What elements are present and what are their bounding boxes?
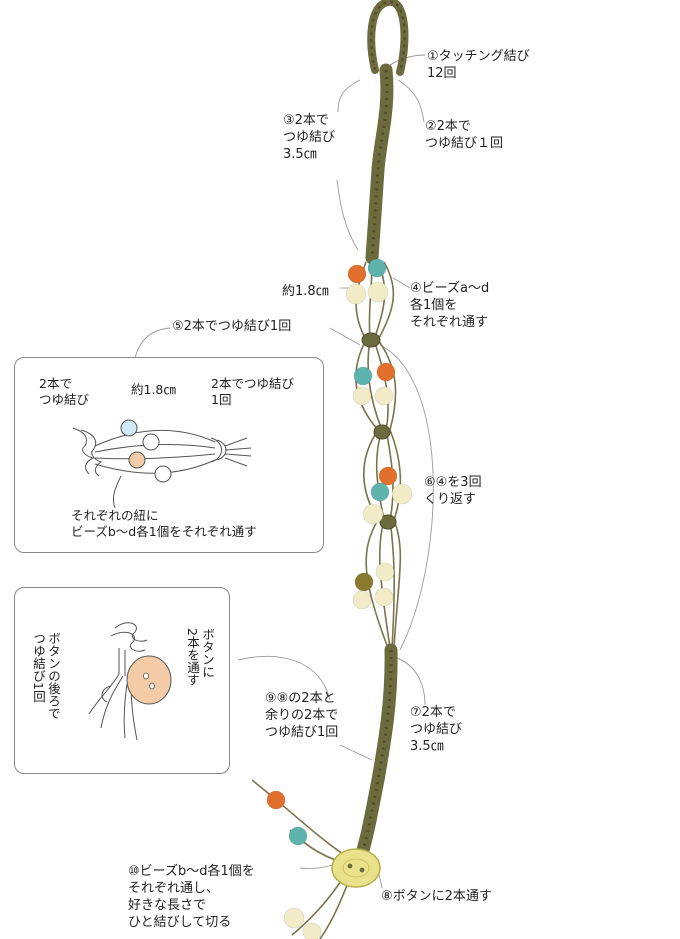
leader-9 [237,655,331,701]
leader-4 [392,277,411,289]
callout-beads-a-d: ④ビーズa～d 各1個を それぞれ通す [410,281,490,330]
inset-button-detail: ボタンの後ろで つゆ結び1回 ボタンに 2本を通す [14,587,230,774]
callout-tsuyu-knot-5: ⑤2本でつゆ結び1回 [172,319,292,334]
beads [266,258,413,939]
inset2-label-through-button: ボタンに 2本を通す [185,628,215,686]
leader-5 [134,327,171,359]
callout-touching-knot: ①タッチング結び 12回 [427,49,530,81]
leader-6 [379,344,434,651]
leader-5b [329,327,361,346]
inset1-label-tsuyu: 2本で つゆ結び [39,376,90,407]
leader-3a [337,79,361,113]
leader-9b [339,744,373,761]
top-loop [367,0,409,76]
lower-braid [353,643,398,867]
callout-length-18cm: 約1.8㎝ [282,284,329,299]
inset1-label-beads: それぞれの紐に ビーズb～d各1個をそれぞれ通す [71,508,257,539]
inset-bead-drawing [72,419,252,509]
callout-tsuyu-knot-once: ②2本で つゆ結び１回 [425,119,504,151]
inset2-label-behind-button: ボタンの後ろで つゆ結び1回 [31,632,61,720]
callout-repeat-3: ⑥④を3回 くり返す [424,475,482,507]
button-clasp [331,848,381,888]
knots [361,332,397,530]
leader-3b [336,179,359,251]
callout-four-cords-knot: ⑨⑧の2本と 余りの2本で つゆ結び1回 [265,691,339,740]
callout-tsuyu-35cm-bottom: ⑦2本で つゆ結び 3.5㎝ [410,705,463,754]
callout-tsuyu-35cm-top: ③2本で つゆ結び 3.5㎝ [283,113,336,162]
inset1-label-tsuyu-once: 2本でつゆ結び 1回 [211,376,294,407]
callout-button-two-cords: ⑧ボタンに2本通す [381,889,492,904]
leader-2 [397,79,425,123]
inset-bead-detail: 2本で つゆ結び 約1.8㎝ 2本でつゆ結び 1回 それぞれの紐に ビーズb～d… [14,357,324,553]
callout-tail-beads: ⑩ビーズb～d各1個を それぞれ通し、 好きな長さで ひと結びして切る [128,864,255,930]
inset-button-drawing [88,622,172,741]
upper-braid [365,63,394,265]
inset1-label-length: 約1.8㎝ [131,382,176,397]
